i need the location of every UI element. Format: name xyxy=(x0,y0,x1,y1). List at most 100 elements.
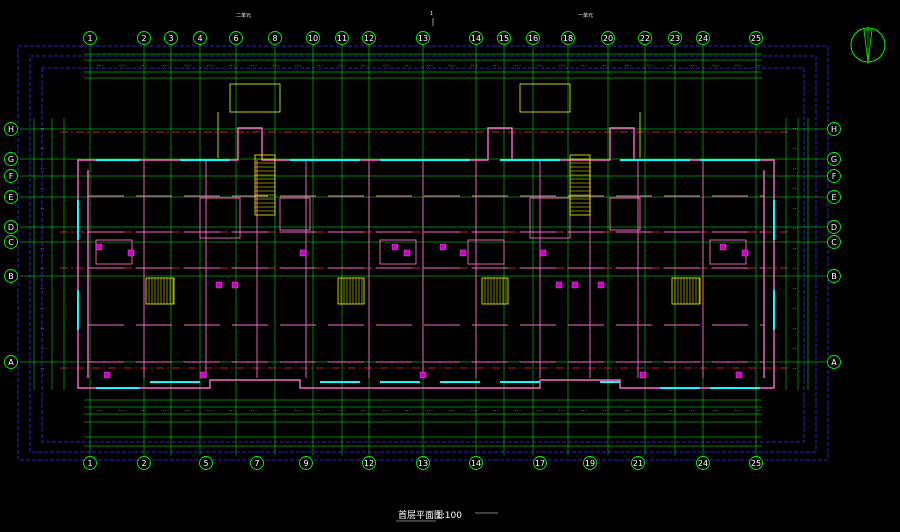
axis-bubble-left-C: C xyxy=(4,235,18,249)
axis-bubble-left-B: B xyxy=(4,269,18,283)
svg-text:···: ··· xyxy=(338,63,345,68)
stair-cores xyxy=(145,83,701,305)
svg-text:12: 12 xyxy=(364,459,374,468)
svg-text:11: 11 xyxy=(337,34,347,43)
svg-text:···: ··· xyxy=(316,408,323,413)
svg-text:2: 2 xyxy=(141,459,146,468)
svg-text:···: ··· xyxy=(492,408,499,413)
svg-text:···: ··· xyxy=(294,408,301,413)
unit-label-two: 二单元 xyxy=(236,12,251,19)
svg-text:···: ··· xyxy=(602,63,609,68)
svg-text:···: ··· xyxy=(448,408,455,413)
svg-text:··: ·· xyxy=(40,146,45,151)
axis-bubble-top-20: 20 xyxy=(601,31,615,45)
windows xyxy=(77,159,775,389)
axis-bubble-right-G: G xyxy=(827,152,841,166)
svg-text:16: 16 xyxy=(528,34,538,43)
unit-label-one: 一单元 xyxy=(578,12,593,19)
svg-text:D: D xyxy=(8,223,14,232)
svg-text:···: ··· xyxy=(712,408,719,413)
svg-text:··: ·· xyxy=(792,226,797,231)
svg-text:···: ··· xyxy=(558,63,565,68)
svg-text:···: ··· xyxy=(316,63,323,68)
axis-grid xyxy=(20,46,832,455)
svg-text:···: ··· xyxy=(382,408,389,413)
svg-text:12: 12 xyxy=(364,34,374,43)
svg-text:··: ·· xyxy=(792,246,797,251)
axis-bubble-top-12: 12 xyxy=(362,31,376,45)
svg-text:··: ·· xyxy=(792,306,797,311)
svg-text:···: ··· xyxy=(162,63,169,68)
dimension-labels: ········································… xyxy=(40,63,797,413)
svg-text:19: 19 xyxy=(585,459,595,468)
axis-bubble-right-A: A xyxy=(827,355,841,369)
axis-bubble-top-25: 25 xyxy=(749,31,763,45)
svg-text:··: ·· xyxy=(40,246,45,251)
svg-text:···: ··· xyxy=(228,63,235,68)
svg-text:···: ··· xyxy=(712,63,719,68)
svg-text:···: ··· xyxy=(338,408,345,413)
axis-bubble-bottom-9: 9 xyxy=(299,456,313,470)
svg-text:···: ··· xyxy=(646,408,653,413)
svg-text:F: F xyxy=(832,172,837,181)
axis-bubble-top-2: 2 xyxy=(137,31,151,45)
axis-bubble-bottom-14: 14 xyxy=(469,456,483,470)
axis-bubble-bottom-7: 7 xyxy=(250,456,264,470)
svg-text:··: ·· xyxy=(40,346,45,351)
svg-text:G: G xyxy=(8,155,14,164)
svg-text:···: ··· xyxy=(690,63,697,68)
svg-text:···: ··· xyxy=(184,63,191,68)
axis-bubble-top-15: 15 xyxy=(497,31,511,45)
svg-text:14: 14 xyxy=(471,34,481,43)
svg-text:···: ··· xyxy=(470,408,477,413)
svg-text:···: ··· xyxy=(492,63,499,68)
axis-bubble-right-H: H xyxy=(827,122,841,136)
svg-text:B: B xyxy=(8,272,14,281)
axis-bubble-top-22: 22 xyxy=(638,31,652,45)
svg-text:···: ··· xyxy=(580,63,587,68)
axis-bubble-left-F: F xyxy=(4,169,18,183)
svg-text:···: ··· xyxy=(96,63,103,68)
svg-text:···: ··· xyxy=(382,63,389,68)
svg-text:···: ··· xyxy=(206,63,213,68)
svg-text:7: 7 xyxy=(254,459,259,468)
svg-text:H: H xyxy=(831,125,837,134)
section-mark: 1 xyxy=(430,11,433,17)
svg-text:21: 21 xyxy=(633,459,643,468)
axis-bubble-bottom-17: 17 xyxy=(533,456,547,470)
svg-text:4: 4 xyxy=(197,34,202,43)
axis-bubble-bottom-25: 25 xyxy=(749,456,763,470)
svg-text:17: 17 xyxy=(535,459,545,468)
svg-text:··: ·· xyxy=(792,186,797,191)
svg-text:···: ··· xyxy=(580,408,587,413)
axis-bubble-bottom-2: 2 xyxy=(137,456,151,470)
svg-text:···: ··· xyxy=(756,408,763,413)
svg-text:18: 18 xyxy=(563,34,573,43)
axis-bubble-left-A: A xyxy=(4,355,18,369)
axis-bubble-bottom-13: 13 xyxy=(416,456,430,470)
axis-bubble-top-11: 11 xyxy=(335,31,349,45)
axis-bubble-bottom-5: 5 xyxy=(199,456,213,470)
svg-text:··: ·· xyxy=(792,286,797,291)
axis-bubble-top-4: 4 xyxy=(193,31,207,45)
svg-text:3: 3 xyxy=(168,34,173,43)
axis-bubble-top-13: 13 xyxy=(416,31,430,45)
svg-text:···: ··· xyxy=(624,408,631,413)
svg-text:···: ··· xyxy=(734,63,741,68)
svg-text:C: C xyxy=(8,238,14,247)
axis-bubble-bottom-1: 1 xyxy=(83,456,97,470)
axis-bubble-right-D: D xyxy=(827,220,841,234)
svg-text:··: ·· xyxy=(40,286,45,291)
svg-text:···: ··· xyxy=(118,408,125,413)
svg-text:1: 1 xyxy=(87,34,92,43)
svg-text:···: ··· xyxy=(470,63,477,68)
svg-text:···: ··· xyxy=(140,408,147,413)
north-arrow-icon xyxy=(850,26,886,64)
svg-text:···: ··· xyxy=(668,408,675,413)
svg-text:··: ·· xyxy=(40,226,45,231)
svg-text:F: F xyxy=(9,172,14,181)
